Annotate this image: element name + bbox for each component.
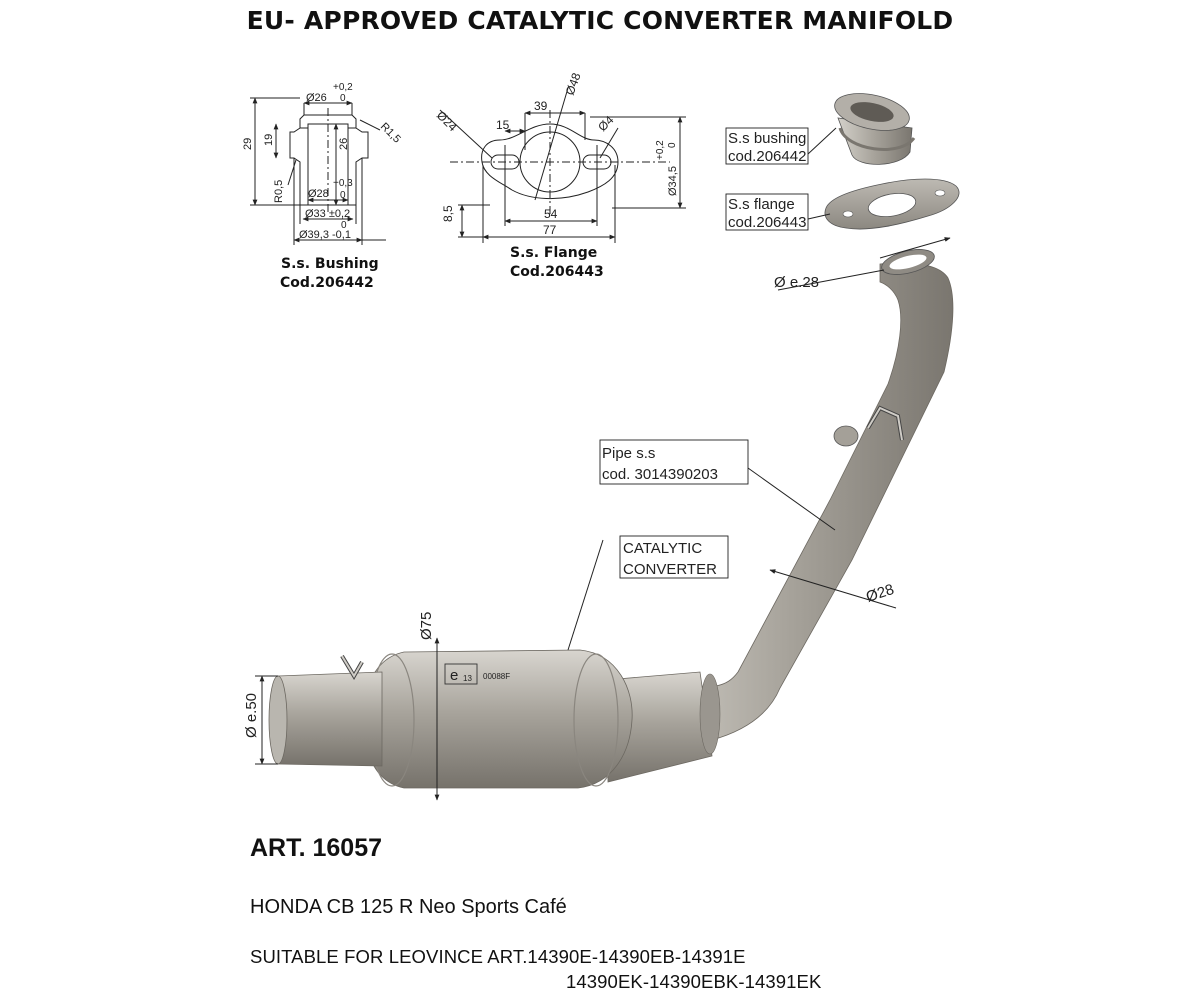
dim-top-tol-zero: 0 — [340, 93, 346, 104]
dim-bolt-diameter: Ø4 — [595, 113, 616, 134]
bushing-3d-part — [834, 93, 916, 165]
callout-pipe-diameter: Ø28 — [864, 581, 896, 606]
callout-outlet-diameter: Ø e.50 — [243, 693, 260, 738]
emark-subscript: 13 — [463, 674, 472, 683]
pipe-bracket — [833, 405, 904, 447]
bushing-section-outline — [289, 114, 369, 206]
dim-outer-diameter: Ø39,3 -0,1 — [299, 229, 351, 241]
callout-pipe-inlet: Ø e.28 — [774, 274, 819, 291]
dim-inner-height: 26 — [338, 138, 350, 150]
callout-flange-name: S.s flange — [728, 196, 795, 213]
dim-tol-zero: 0 — [667, 142, 678, 148]
dim-inner-tol-zero: 0 — [340, 190, 346, 201]
outlet-pipe-e50 — [277, 671, 383, 767]
dim-corner-diameter: Ø24 — [434, 108, 460, 134]
flange-caption-code: Cod.206443 — [510, 264, 604, 280]
compatibility-line-2: 14390EK-14390EBK-14391EK — [566, 971, 822, 992]
callout-converter-line1: CATALYTIC — [623, 540, 702, 557]
dim-width-outer: 77 — [543, 223, 557, 237]
vehicle-model: HONDA CB 125 R Neo Sports Café — [250, 896, 567, 918]
dim-height-right: Ø34,5 — [667, 166, 679, 196]
callout-flange-code: cod.206443 — [728, 214, 806, 231]
emark-box — [444, 663, 478, 685]
exhaust-manifold-3d: e 13 00088F — [268, 249, 954, 789]
dim-mid-tol-zero: 0 — [341, 220, 347, 231]
dim-height-upper: 19 — [263, 134, 275, 146]
dim-height-left: 8,5 — [441, 205, 455, 222]
dim-height-total: 29 — [242, 138, 254, 150]
callout-pipe-name: Pipe s.s — [602, 445, 655, 462]
dim-offset: 15 — [496, 118, 510, 132]
callout-bushing-name: S.s bushing — [728, 130, 806, 147]
callout-converter-line2: CONVERTER — [623, 561, 717, 578]
dim-tol-plus: +0,2 — [655, 140, 666, 160]
dim-inner-tol-plus: +0,3 — [333, 178, 353, 189]
emark-code: 00088F — [483, 672, 510, 681]
callout-bushing-code: cod.206442 — [728, 148, 806, 165]
compatibility-line-1: SUITABLE FOR LEOVINCE ART.14390E-14390EB… — [250, 946, 746, 967]
callout-labels: S.s bushing cod.206442 S.s flange cod.20… — [243, 130, 896, 738]
dim-width-inner: 54 — [544, 207, 558, 221]
callout-boxes — [599, 127, 809, 579]
catalytic-converter-body — [363, 649, 633, 789]
callout-lines — [255, 127, 951, 801]
bushing-dimension-labels: Ø26 +0,2 0 29 19 26 R1,5 R0,5 Ø28 +0,3 0… — [242, 82, 403, 291]
dim-radius-top: R1,5 — [378, 121, 403, 146]
dim-inner-diameter: Ø28 — [308, 188, 329, 200]
flange-dimension-labels: Ø24 15 39 Ø48 Ø4 Ø34,5 +0,2 0 8,5 54 77 … — [434, 71, 679, 280]
bushing-caption-code: Cod.206442 — [280, 275, 374, 291]
flange-3d-part — [824, 178, 960, 230]
emark-letter: e — [450, 667, 458, 684]
callout-converter-diameter: Ø75 — [418, 612, 435, 640]
flange-detail-drawing — [439, 87, 686, 243]
article-number: ART. 16057 — [250, 834, 383, 862]
flange-caption-name: S.s. Flange — [510, 245, 597, 261]
dim-hole-diameter: Ø48 — [563, 71, 584, 97]
bushing-caption-name: S.s. Bushing — [281, 256, 379, 272]
dim-top-tol-plus: +0,2 — [333, 82, 353, 93]
dim-spacing: 39 — [534, 99, 548, 113]
dim-mid-diameter: Ø33 ±0,2 — [305, 208, 350, 220]
dim-radius-bottom: R0,5 — [273, 180, 285, 203]
bushing-detail-drawing — [250, 97, 386, 245]
callout-pipe-code: cod. 3014390203 — [602, 466, 718, 483]
page-title: EU- APPROVED CATALYTIC CONVERTER MANIFOL… — [246, 6, 954, 35]
dim-top-diameter: Ø26 — [306, 92, 327, 104]
